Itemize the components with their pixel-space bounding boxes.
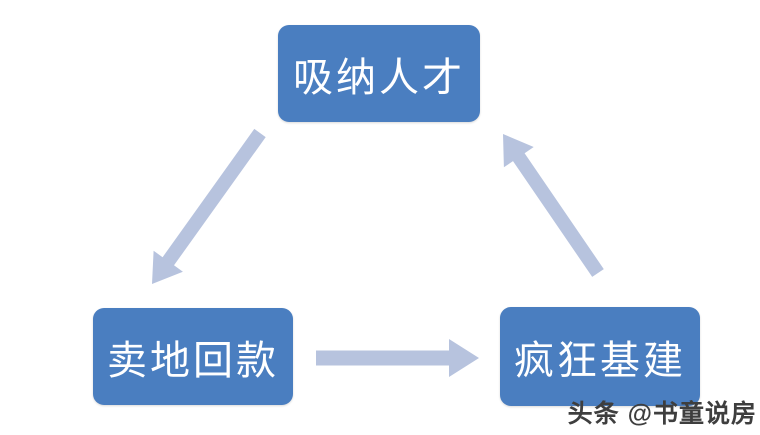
node-infrastructure-label: 疯狂基建: [514, 337, 686, 384]
land-to-infrastructure-arrow: [316, 339, 479, 377]
node-infrastructure: 疯狂基建: [500, 307, 700, 406]
node-attract-talent: 吸纳人才: [278, 25, 480, 122]
node-sell-land: 卖地回款: [93, 308, 293, 405]
infrastructure-to-talent-arrow: [503, 134, 604, 277]
talent-to-land-arrow: [152, 128, 266, 284]
watermark: 头条 @书童说房: [567, 400, 757, 428]
node-attract-talent-label: 吸纳人才: [293, 54, 465, 101]
node-sell-land-label: 卖地回款: [107, 337, 279, 384]
